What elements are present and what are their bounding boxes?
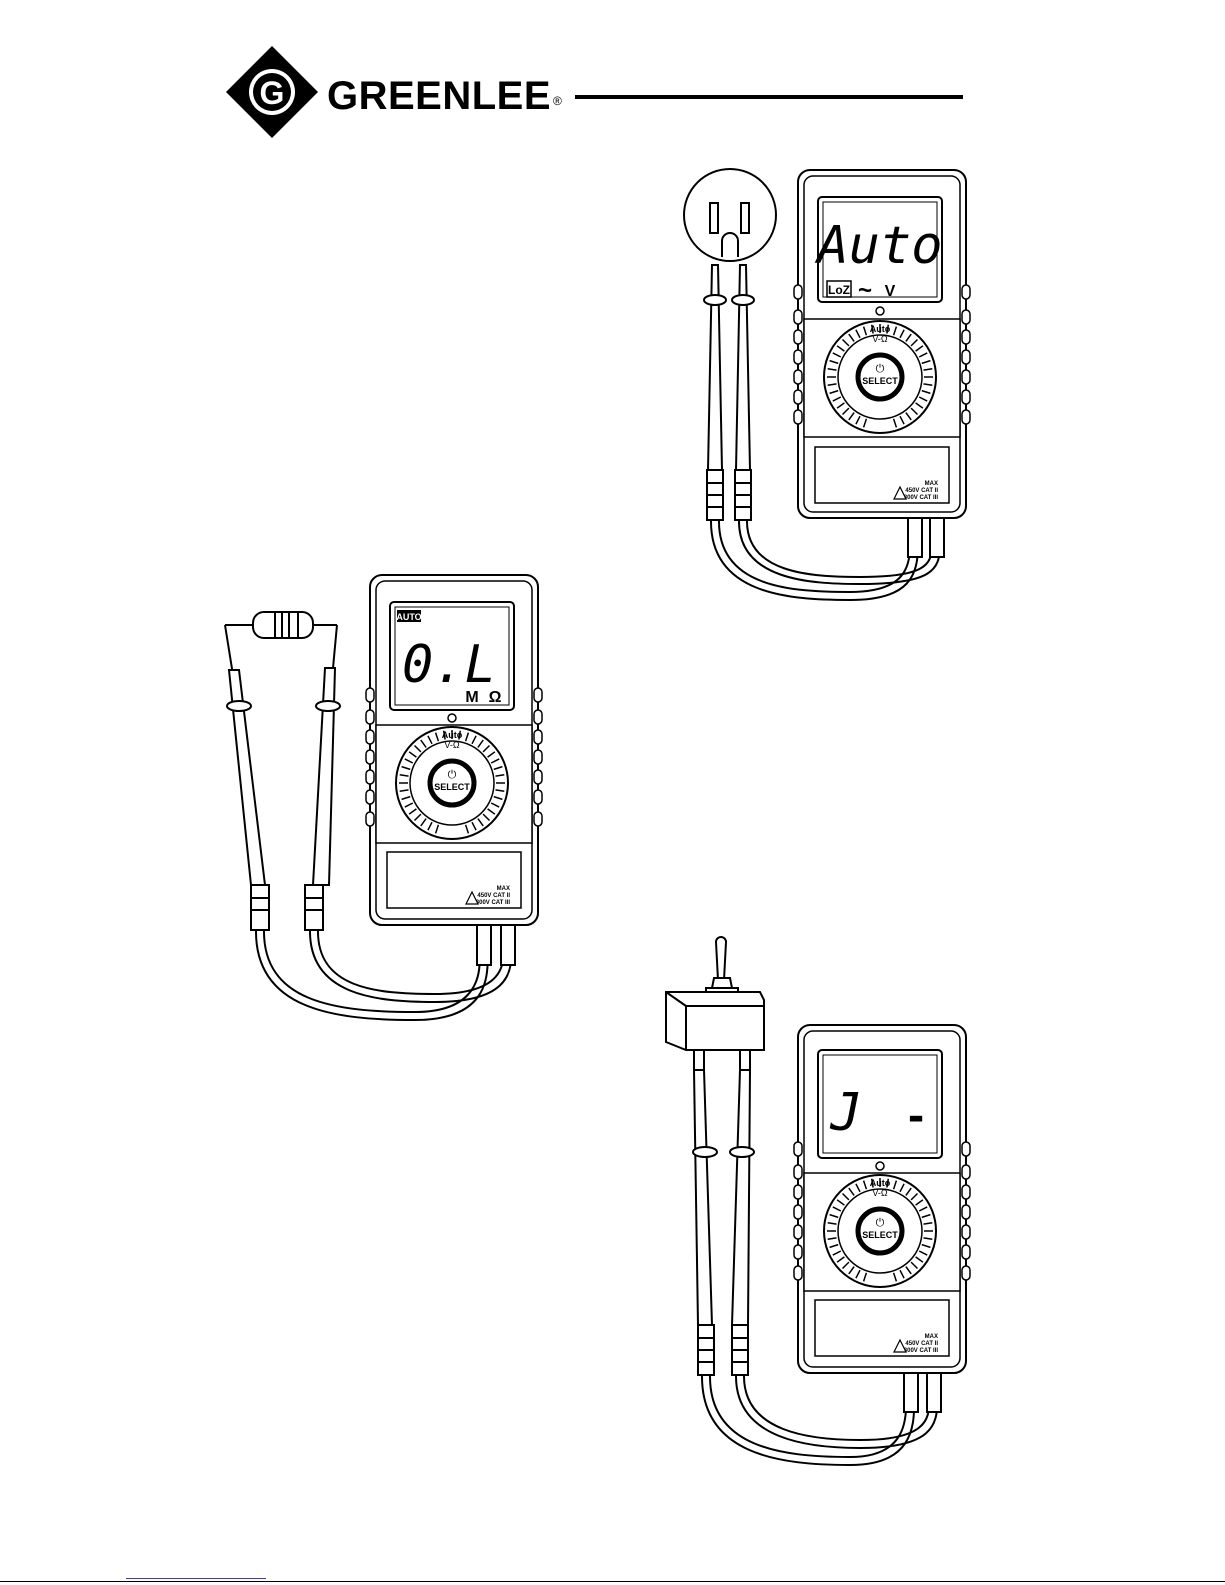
power-icon: ⏻ (448, 769, 457, 781)
select-button[interactable]: ⏻ SELECT (858, 1209, 902, 1253)
dial-label-top: Auto (442, 730, 463, 740)
brand-name: GREENLEE (327, 76, 551, 116)
dial-label-bottom: V-Ω (444, 740, 460, 750)
registered-mark: ® (553, 94, 562, 108)
dial-label-top: Auto (870, 324, 891, 334)
bottom-link-underline (126, 1578, 266, 1579)
resistor-icon (225, 612, 337, 675)
display-main: 0.L (402, 635, 496, 695)
rating-max: MAX (497, 886, 510, 892)
display-unit-prefix: M (465, 689, 478, 706)
display-badge: AUTO (396, 612, 421, 622)
select-button[interactable]: ⏻ SELECT (430, 761, 474, 805)
rating-max: MAX (925, 1334, 938, 1340)
rating-line2: 300V CAT III (476, 900, 511, 906)
dial-label-bottom: V-Ω (872, 334, 888, 344)
bottom-rule (0, 1581, 1225, 1582)
figure-ac-voltage: Auto LoZ ~ V Auto V-Ω ⏻ SELECT MAX 450V … (670, 165, 980, 615)
select-label: SELECT (434, 782, 470, 792)
display-dash: - (904, 1094, 928, 1140)
dial-label-bottom: V-Ω (872, 1188, 888, 1198)
dial-label-top: Auto (870, 1178, 891, 1188)
rating-line1: 450V CAT II (905, 488, 938, 494)
rating-line2: 300V CAT III (904, 1348, 939, 1354)
display-unit: V (885, 283, 896, 300)
header-rule (575, 95, 963, 99)
display-main: J (829, 1083, 861, 1143)
rating-line1: 450V CAT II (905, 1341, 938, 1347)
select-label: SELECT (862, 1230, 898, 1240)
figure-continuity: J - Auto V-Ω ⏻ SELECT MAX 450V CAT II 30… (660, 930, 980, 1480)
greenlee-logo-icon: G (224, 44, 320, 140)
power-icon: ⏻ (876, 363, 885, 375)
display-unit: Ω (489, 689, 502, 706)
select-button[interactable]: ⏻ SELECT (858, 355, 902, 399)
rating-max: MAX (925, 481, 938, 487)
logo-letter: G (260, 75, 285, 111)
display-badge: LoZ (828, 283, 850, 297)
rating-line1: 450V CAT II (477, 893, 510, 899)
toggle-switch-icon (666, 937, 764, 1070)
select-label: SELECT (862, 376, 898, 386)
figure-resistance: AUTO 0.L M Ω Auto V-Ω ⏻ SELECT MAX 450V … (215, 570, 545, 1030)
display-main: Auto (814, 216, 942, 276)
display-symbol: ~ (858, 277, 872, 304)
rating-line2: 300V CAT III (904, 495, 939, 501)
power-icon: ⏻ (876, 1217, 885, 1229)
